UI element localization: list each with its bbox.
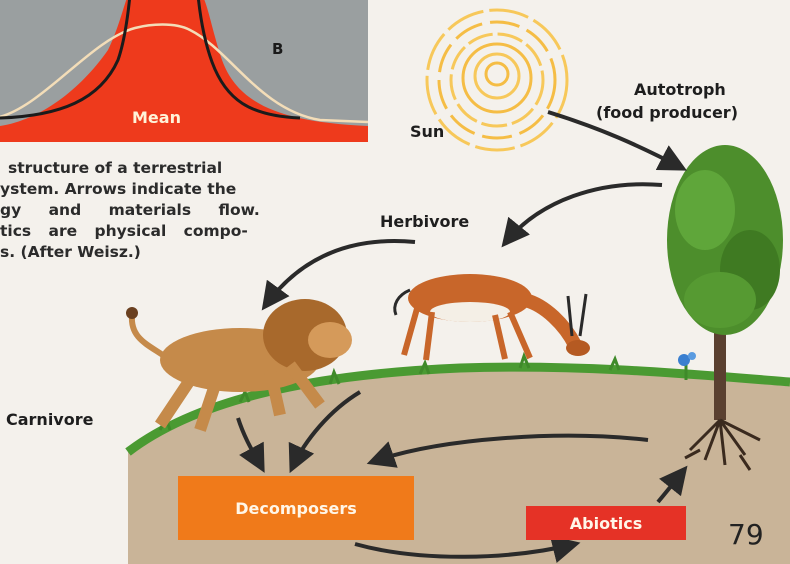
abiotics-label: Abiotics <box>570 514 642 533</box>
arrow-herbivore-to-carnivore <box>265 241 415 306</box>
sun-icon <box>427 10 567 150</box>
gazelle-icon <box>395 274 590 360</box>
carnivore-label: Carnivore <box>6 410 93 429</box>
autotroph-label: Autotroph <box>634 80 726 99</box>
page-number: 79 <box>728 518 764 551</box>
decomposers-label: Decomposers <box>235 499 357 518</box>
autotroph-sublabel: (food producer) <box>596 103 738 122</box>
arrow-autotroph-to-herbivore <box>505 184 662 243</box>
decomposers-box: Decomposers <box>178 476 414 540</box>
sun-label: Sun <box>410 122 444 141</box>
herbivore-label: Herbivore <box>380 212 469 231</box>
abiotics-box: Abiotics <box>526 506 686 540</box>
